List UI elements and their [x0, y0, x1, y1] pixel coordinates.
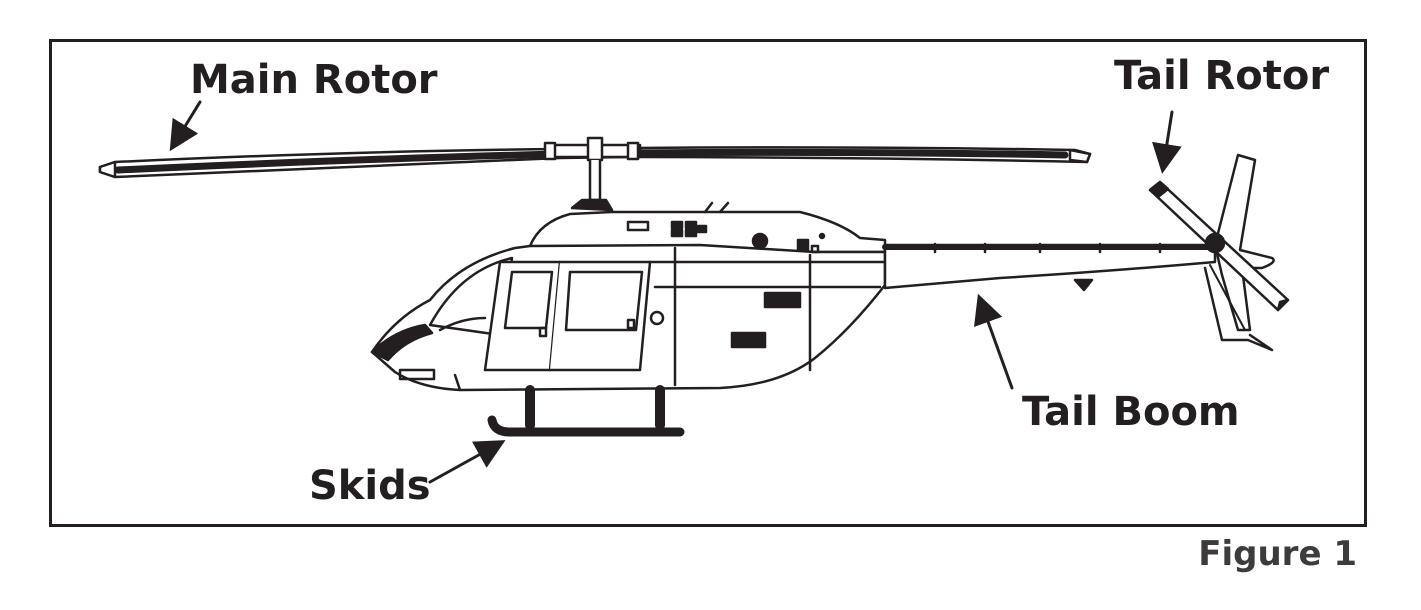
tail-boom-label: Tail Boom — [1022, 389, 1240, 435]
skids — [487, 385, 685, 437]
skids-arrow — [428, 440, 506, 484]
main-rotor — [98, 136, 1092, 212]
tail-boom-arrow — [974, 293, 1014, 390]
main-rotor-arrow — [169, 100, 202, 152]
fuselage — [370, 201, 887, 392]
tail-rotor-label: Tail Rotor — [1114, 53, 1330, 99]
figure-caption: Figure 1 — [1198, 534, 1357, 574]
skids-label: Skids — [309, 463, 431, 509]
leader-arrows — [169, 100, 1182, 484]
tail-rotor — [1148, 153, 1290, 352]
main-rotor-label: Main Rotor — [190, 57, 438, 103]
tail-rotor-arrow — [1152, 110, 1182, 174]
tail-boom — [882, 242, 1217, 292]
